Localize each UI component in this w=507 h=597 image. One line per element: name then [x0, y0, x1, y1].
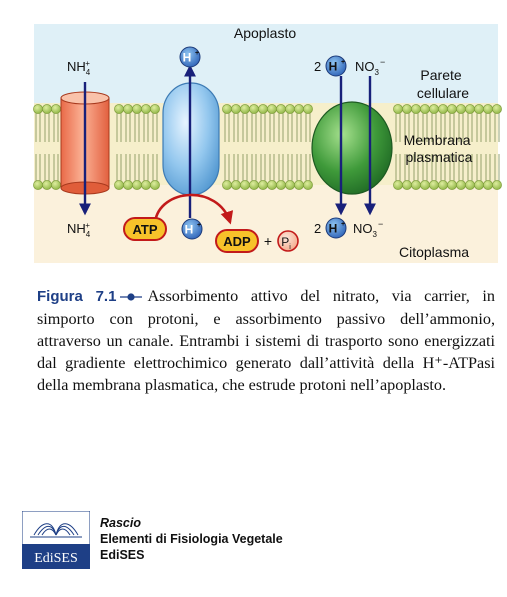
membrane-label: Membrana plasmatica [404, 132, 475, 165]
cell-wall-label-line2: cellulare [417, 85, 469, 101]
book-credits: EdiSES Rascio Elementi di Fisiologia Veg… [18, 509, 488, 571]
svg-text:ATP: ATP [132, 222, 157, 237]
publisher-name: EdiSES [100, 548, 145, 562]
apoplast-label: Apoplasto [234, 25, 296, 41]
transport-diagram: Apoplasto Citoplasma Parete cellulare Me… [33, 24, 502, 263]
svg-text:+: + [195, 50, 199, 57]
phosphate-badge: Pi [277, 230, 299, 252]
symport-proton-apoplast-label: 2 H + [314, 55, 347, 77]
svg-text:+: + [341, 59, 345, 66]
membrane-label-line1: Membrana [404, 132, 471, 148]
membrane-label-line2: plasmatica [406, 149, 473, 165]
nitrate-carrier [311, 101, 393, 195]
svg-text:2: 2 [314, 221, 321, 236]
ammonium-cytoplasm-label: NH4+ [67, 221, 91, 239]
apoplast-region [34, 24, 498, 116]
svg-text:+: + [341, 221, 345, 228]
author-name: Rascio [100, 516, 141, 530]
svg-text:2: 2 [314, 59, 321, 74]
atp-badge: ATP [123, 217, 167, 241]
symport-proton-cytoplasm-label: 2 H + [314, 217, 347, 239]
cell-wall-label-line1: Parete [420, 67, 461, 83]
edises-logo: EdiSES [22, 511, 90, 569]
lipid-bilayer [33, 104, 502, 190]
book-title: Elementi di Fisiologia Vegetale [100, 532, 283, 546]
svg-text:H: H [185, 223, 194, 237]
svg-text:H: H [183, 51, 192, 65]
proton-apoplast-badge: H + [179, 46, 201, 68]
adp-badge: ADP [215, 229, 259, 253]
svg-text:+: + [197, 222, 201, 229]
plus-sign: + [264, 233, 272, 249]
figure-label: Figura 7.1 [37, 288, 117, 305]
proton-cytoplasm-badge: H + [181, 218, 203, 240]
svg-text:H: H [329, 60, 338, 74]
cytoplasm-label: Citoplasma [399, 244, 469, 260]
caption-text: Assorbimento attivo del nitrato, via car… [37, 287, 495, 394]
nitrate-apoplast-label: NO3− [355, 57, 385, 77]
svg-text:EdiSES: EdiSES [34, 551, 78, 566]
svg-text:Pi: Pi [281, 235, 291, 251]
svg-text:ADP: ADP [223, 234, 251, 249]
svg-text:H: H [329, 222, 338, 236]
credits-block: Rascio Elementi di Fisiologia Vegetale E… [100, 515, 283, 563]
membrane-region [34, 103, 498, 185]
nitrate-cytoplasm-label: NO3− [353, 219, 383, 239]
cytoplasm-region [34, 185, 498, 263]
atp-hydrolysis-arrow [153, 193, 234, 225]
bullet-icon [120, 293, 143, 301]
cell-wall-label: Parete cellulare [417, 67, 469, 101]
ammonium-apoplast-label: NH4+ [67, 59, 91, 77]
